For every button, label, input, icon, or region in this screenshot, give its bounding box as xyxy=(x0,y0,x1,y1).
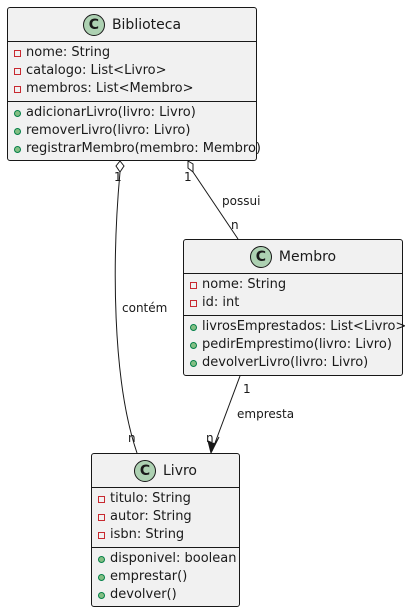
attribute-text: titulo: String xyxy=(110,491,191,506)
attributes-section: nome: String catalogo: List<Livro> membr… xyxy=(8,42,256,102)
contem-to-multiplicity: n xyxy=(128,431,136,445)
method-row: removerLivro(livro: Livro) xyxy=(8,122,256,140)
public-visibility-icon xyxy=(98,573,105,581)
method-text: pedirEmprestimo(livro: Livro) xyxy=(202,337,392,352)
attribute-row: autor: String xyxy=(92,508,239,526)
attribute-text: nome: String xyxy=(202,277,287,292)
possui-line xyxy=(192,171,239,240)
attribute-row: id: int xyxy=(184,294,402,312)
public-visibility-icon xyxy=(14,109,21,117)
possui-to-multiplicity: n xyxy=(231,218,239,232)
class-header: C Biblioteca xyxy=(8,8,256,42)
public-visibility-icon xyxy=(98,555,105,563)
methods-section: adicionarLivro(livro: Livro) removerLivr… xyxy=(8,102,261,161)
method-text: livrosEmprestados: List<Livro> xyxy=(202,319,407,334)
method-row: pedirEmprestimo(livro: Livro) xyxy=(184,336,402,354)
empresta-label: empresta xyxy=(237,407,295,421)
public-visibility-icon xyxy=(14,145,21,153)
class-name: Biblioteca xyxy=(111,16,182,33)
methods-section: disponivel: boolean emprestar() devolver… xyxy=(92,548,239,607)
method-row: disponivel: boolean xyxy=(92,550,239,568)
class-header: C Membro xyxy=(184,240,402,274)
method-row: emprestar() xyxy=(92,568,239,586)
method-text: devolver() xyxy=(110,587,177,602)
private-visibility-icon xyxy=(14,49,21,57)
private-visibility-icon xyxy=(190,281,197,289)
public-visibility-icon xyxy=(98,591,105,599)
method-row: devolverLivro(livro: Livro) xyxy=(184,354,402,372)
class-name: Membro xyxy=(278,248,337,265)
private-visibility-icon xyxy=(14,85,21,93)
empresta-from-multiplicity: 1 xyxy=(243,382,251,396)
contem-aggregation-diamond xyxy=(115,160,125,173)
empresta-to-multiplicity: n xyxy=(206,431,214,445)
possui-label: possui xyxy=(222,194,261,208)
public-visibility-icon xyxy=(190,341,197,349)
method-row: livrosEmprestados: List<Livro> xyxy=(184,318,406,336)
contem-from-multiplicity: 1 xyxy=(114,170,122,184)
attribute-text: membros: List<Membro> xyxy=(26,81,194,96)
public-visibility-icon xyxy=(190,323,197,331)
private-visibility-icon xyxy=(14,67,21,75)
class-stereotype-icon: C xyxy=(249,245,272,268)
attribute-row: membros: List<Membro> xyxy=(8,80,256,98)
attribute-text: id: int xyxy=(202,295,240,310)
class-stereotype-icon: C xyxy=(134,459,156,482)
class-membro[interactable]: C Membro nome: String id: int livrosEmpr… xyxy=(183,239,406,376)
contem-line xyxy=(114,171,138,454)
attribute-row: titulo: String xyxy=(92,490,239,508)
contem-label: contém xyxy=(122,301,168,315)
class-stereotype-icon: C xyxy=(82,13,105,36)
method-text: adicionarLivro(livro: Livro) xyxy=(26,105,196,120)
method-text: emprestar() xyxy=(110,569,188,584)
attribute-text: nome: String xyxy=(26,45,111,60)
class-header: C Livro xyxy=(92,454,239,488)
method-row: devolver() xyxy=(92,586,239,604)
private-visibility-icon xyxy=(98,495,105,503)
method-text: registrarMembro(membro: Membro) xyxy=(26,141,261,156)
private-visibility-icon xyxy=(98,531,105,539)
attribute-row: nome: String xyxy=(8,44,256,62)
method-text: devolverLivro(livro: Livro) xyxy=(202,355,369,370)
empresta-arrowhead xyxy=(207,436,220,455)
public-visibility-icon xyxy=(14,127,21,135)
method-text: removerLivro(livro: Livro) xyxy=(26,123,191,138)
possui-aggregation-diamond xyxy=(187,160,194,174)
attribute-row: catalogo: List<Livro> xyxy=(8,62,256,80)
method-row: adicionarLivro(livro: Livro) xyxy=(8,104,256,122)
attribute-row: nome: String xyxy=(184,276,402,294)
class-livro[interactable]: C Livro titulo: String autor: String isb… xyxy=(91,453,240,607)
public-visibility-icon xyxy=(190,359,197,367)
private-visibility-icon xyxy=(190,299,197,307)
class-name: Livro xyxy=(163,462,197,479)
attributes-section: titulo: String autor: String isbn: Strin… xyxy=(92,488,239,548)
empresta-line xyxy=(211,375,241,452)
method-row: registrarMembro(membro: Membro) xyxy=(8,140,261,158)
attribute-row: isbn: String xyxy=(92,526,239,544)
attribute-text: autor: String xyxy=(110,509,192,524)
class-biblioteca[interactable]: C Biblioteca nome: String catalogo: List… xyxy=(7,7,261,161)
private-visibility-icon xyxy=(98,513,105,521)
attributes-section: nome: String id: int xyxy=(184,274,402,316)
attribute-text: catalogo: List<Livro> xyxy=(26,63,167,78)
attribute-text: isbn: String xyxy=(110,527,185,542)
method-text: disponivel: boolean xyxy=(110,551,237,566)
possui-from-multiplicity: 1 xyxy=(184,170,192,184)
methods-section: livrosEmprestados: List<Livro> pedirEmpr… xyxy=(184,316,406,375)
